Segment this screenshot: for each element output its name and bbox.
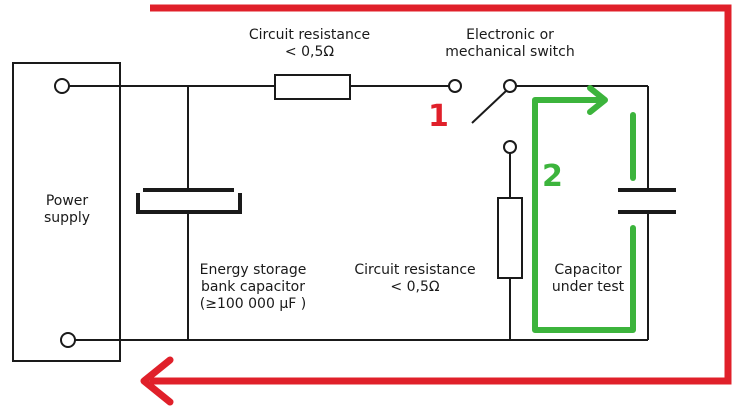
power-supply-label-line2: supply <box>43 210 91 226</box>
capacitor-under-test-label: Capacitor under test <box>543 262 633 296</box>
top-resistor <box>274 74 351 100</box>
path2-green-loop <box>532 97 636 333</box>
energy-storage-label-line3: (≥100 000 μF ) <box>199 296 307 312</box>
branch-resistor <box>497 197 523 279</box>
energy-storage-label-line2: bank capacitor <box>200 279 306 295</box>
switch-terminal-top <box>503 79 517 93</box>
power-supply-label: Power supply <box>22 193 112 227</box>
switch-label-line2: mechanical switch <box>445 44 575 60</box>
right-resistance-label-line2: < 0,5Ω <box>390 279 440 295</box>
right-resistance-label-line1: Circuit resistance <box>354 262 476 278</box>
power-supply-label-line1: Power <box>45 193 89 209</box>
path2-number: 2 <box>542 159 563 194</box>
branch-terminal <box>503 140 517 154</box>
capacitor-under-test-label-line2: under test <box>551 279 625 295</box>
switch-label: Electronic or mechanical switch <box>425 27 595 61</box>
top-resistance-label-line1: Circuit resistance <box>248 27 371 43</box>
top-resistance-label-line2: < 0,5Ω <box>284 44 335 60</box>
right-resistance-label: Circuit resistance < 0,5Ω <box>340 262 490 296</box>
path1-arrowhead <box>140 356 174 406</box>
storage-cap-plate-bottom <box>136 193 242 214</box>
power-supply-box <box>12 62 121 362</box>
path2-arrowhead <box>587 85 608 115</box>
energy-storage-label: Energy storage bank capacitor (≥100 000 … <box>186 262 320 313</box>
energy-storage-label-line1: Energy storage <box>199 262 307 278</box>
bottom-terminal <box>60 332 76 348</box>
switch-terminal-left <box>448 79 462 93</box>
switch-label-line1: Electronic or <box>466 27 554 43</box>
path1-red-loop <box>150 4 732 385</box>
switch-blade <box>471 90 507 124</box>
capacitor-under-test-label-line1: Capacitor <box>554 262 622 278</box>
top-resistance-label: Circuit resistance < 0,5Ω <box>222 27 397 61</box>
path1-number: 1 <box>428 99 449 134</box>
top-terminal <box>54 78 70 94</box>
